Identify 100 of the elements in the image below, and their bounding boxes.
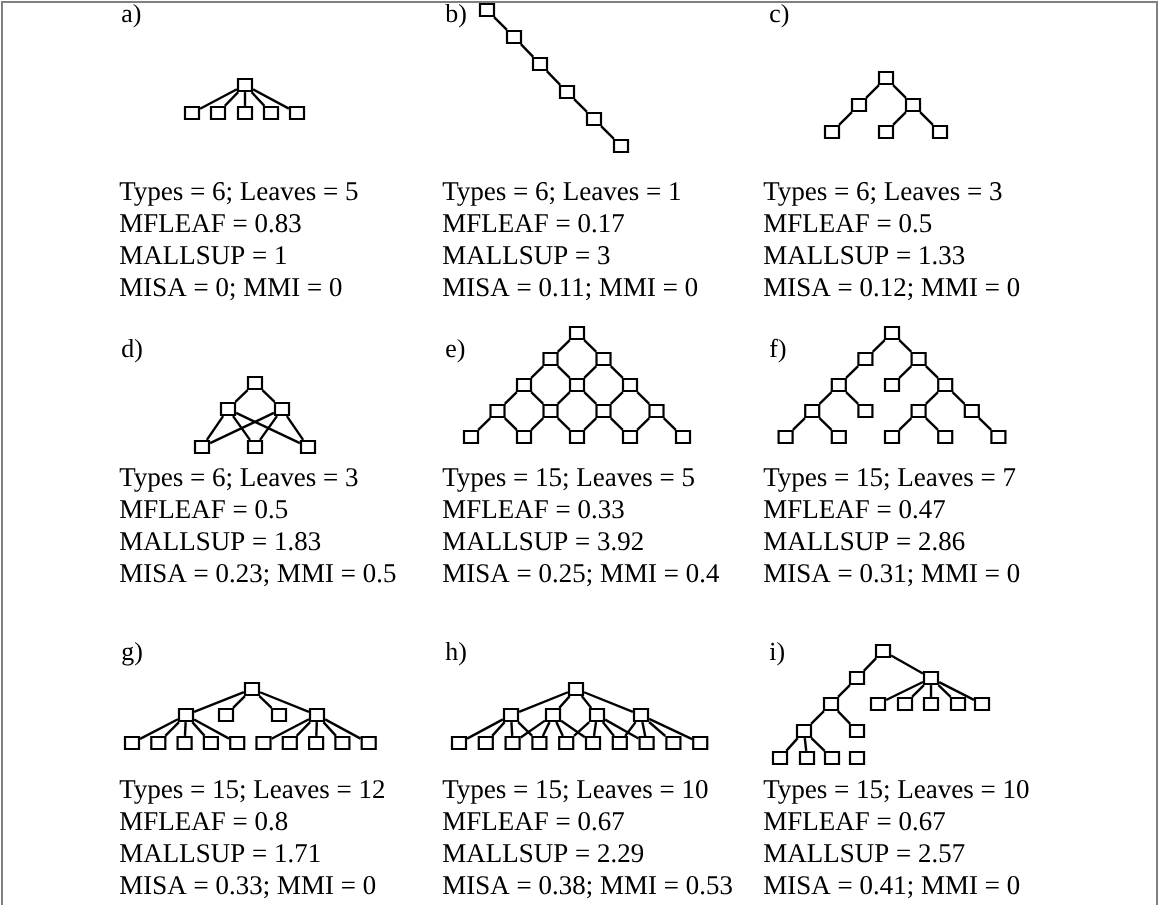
connecting-line	[324, 718, 362, 740]
tree-node-box	[910, 403, 927, 419]
connecting-line	[466, 718, 504, 740]
connecting-line	[193, 718, 230, 740]
tree-node-box	[922, 696, 940, 712]
connecting-line	[898, 365, 913, 379]
tree-node-box	[674, 429, 692, 445]
tree-node-box	[949, 696, 967, 712]
tree-node-box	[850, 97, 868, 113]
connecting-line	[925, 417, 939, 431]
connecting-line	[818, 391, 833, 405]
tree-node-box	[288, 105, 306, 121]
tree-node-box	[830, 429, 847, 445]
connecting-line	[845, 365, 859, 379]
tree-node-box	[462, 429, 480, 445]
connecting-line	[925, 391, 939, 405]
connecting-line	[261, 389, 276, 403]
tree-node-box	[931, 124, 949, 140]
connecting-line	[890, 654, 924, 675]
connecting-line	[580, 695, 593, 709]
connecting-line	[938, 681, 975, 701]
tree-node-box	[515, 377, 533, 393]
connecting-line	[546, 70, 562, 86]
connecting-line	[510, 722, 514, 736]
tree-node-box	[183, 105, 201, 121]
connecting-line	[558, 695, 571, 709]
connecting-line	[919, 111, 934, 126]
panel-letter: a)	[122, 3, 141, 28]
tree-node-box	[621, 429, 639, 445]
connecting-line	[541, 721, 551, 737]
connecting-line	[556, 339, 571, 353]
connecting-line	[530, 417, 545, 431]
connecting-line	[573, 98, 588, 113]
tree-node-box	[648, 403, 665, 419]
tree-node-box	[990, 429, 1007, 445]
connecting-line	[243, 92, 247, 106]
metric-text: MFLEAF = 0.67	[764, 812, 945, 831]
tree-node-box	[922, 670, 940, 686]
tree-node-box	[822, 696, 840, 712]
connecting-line	[252, 88, 290, 110]
connecting-line	[234, 389, 249, 403]
tree-node-box	[771, 750, 789, 766]
connecting-line	[235, 411, 301, 445]
connecting-line	[224, 91, 240, 107]
metric-text: Types = 15; Leaves = 10	[763, 780, 1029, 804]
connecting-line	[838, 111, 853, 126]
metric-text: MISA = 0.11; MMI = 0	[443, 278, 698, 301]
connecting-line	[517, 721, 534, 737]
tree-node-box	[236, 77, 254, 93]
connecting-line	[601, 721, 615, 737]
tree-node-box	[584, 735, 602, 751]
tree-node-box	[558, 84, 576, 100]
tree-node-box	[236, 105, 254, 121]
tree-node-box	[542, 351, 559, 367]
tree-node-box	[478, 2, 496, 18]
tree-node-box	[450, 735, 468, 751]
connecting-line	[491, 721, 506, 737]
tree-node-box	[308, 735, 325, 751]
tree-node-box	[229, 735, 246, 751]
tree-node-box	[281, 735, 298, 751]
metric-text: MFLEAF = 0.5	[764, 214, 932, 233]
connecting-line	[865, 84, 880, 99]
tree-node-box	[193, 439, 211, 455]
connecting-line	[139, 718, 179, 740]
tree-node-box	[542, 403, 559, 419]
tree-node-box	[299, 439, 317, 455]
metric-text: Types = 15; Leaves = 7	[763, 468, 1016, 492]
tree-node-box	[611, 735, 628, 751]
metric-text: MFLEAF = 0.5	[120, 500, 288, 519]
tree-node-box	[477, 735, 494, 751]
connecting-line	[810, 710, 825, 725]
connecting-line	[583, 391, 598, 405]
connecting-line	[493, 16, 508, 31]
tree-node-box	[823, 750, 841, 766]
connecting-line	[583, 691, 634, 713]
connecting-line	[519, 43, 535, 58]
connecting-line	[556, 365, 571, 379]
connecting-line	[925, 365, 939, 379]
metric-text: MISA = 0.38; MMI = 0.53	[443, 876, 732, 899]
tree-node-box	[823, 124, 841, 140]
tree-node-box	[595, 351, 612, 367]
metric-text: MISA = 0.23; MMI = 0.5	[120, 564, 396, 587]
tree-node-box	[857, 351, 874, 367]
metric-text: Types = 6; Leaves = 1	[442, 182, 680, 206]
connecting-line	[477, 417, 492, 431]
connecting-line	[845, 391, 859, 405]
tree-node-box	[937, 429, 954, 445]
tree-node-box	[621, 377, 639, 393]
connecting-line	[518, 691, 569, 713]
tree-node-box	[848, 750, 866, 766]
metric-text: MALLSUP = 2.57	[764, 844, 965, 863]
tree-node-box	[848, 670, 866, 686]
connecting-line	[191, 721, 206, 737]
connecting-line	[837, 684, 851, 698]
tree-node-box	[830, 377, 847, 393]
tree-node-box	[270, 707, 288, 723]
panel-letter: i)	[769, 641, 784, 666]
metric-text: Types = 6; Leaves = 3	[763, 182, 1002, 206]
tree-node-box	[877, 70, 895, 86]
tree-node-box	[273, 401, 291, 417]
